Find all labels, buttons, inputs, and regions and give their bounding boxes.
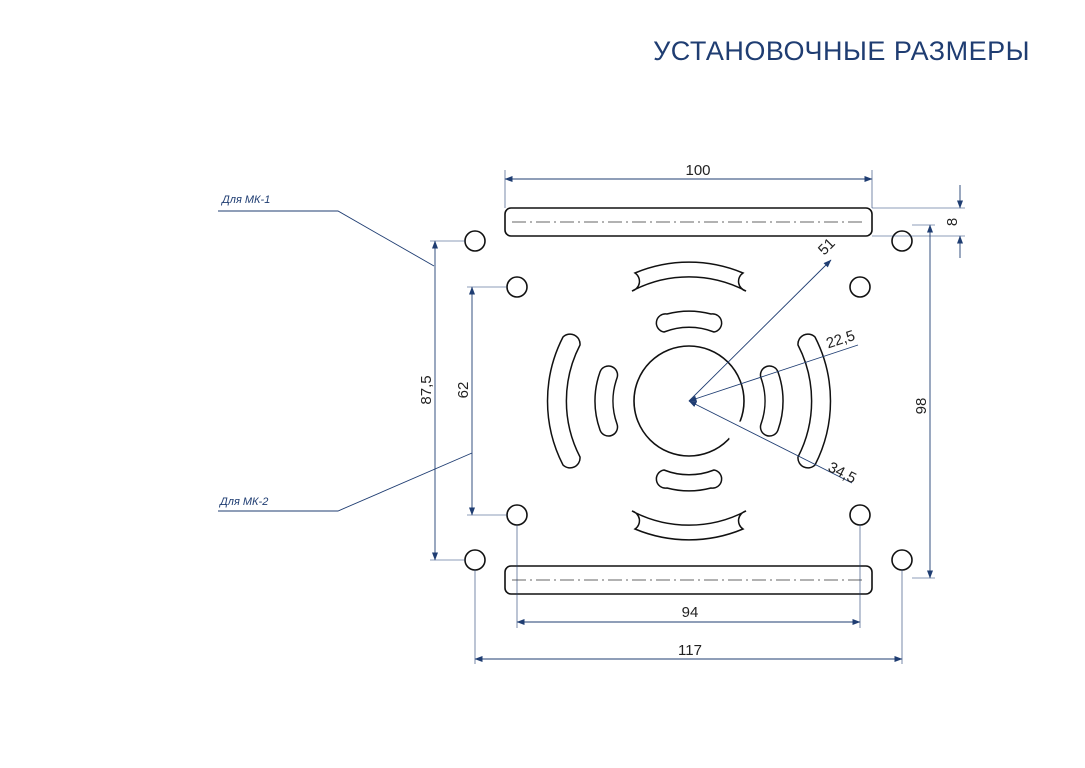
dim-label-height-inner: 62: [455, 382, 472, 399]
arc-slot-left-inner: [594, 365, 619, 437]
diagonal-slots: [543, 255, 834, 547]
dim-label-height-right: 98: [913, 398, 930, 415]
arc-slot-bottom-outer: [631, 510, 747, 541]
center-hole: [633, 345, 745, 457]
mount-hole-mk2-top-left: [506, 276, 528, 298]
dim-label-overall-width: 117: [678, 642, 702, 659]
mount-hole-mk2-bottom-right: [849, 504, 871, 526]
mount-hole-mk1-bottom-right: [891, 549, 913, 571]
dim-label-height-outer: 87,5: [418, 375, 435, 404]
dim-label-radius-slot: 34,5: [825, 459, 859, 487]
arc-slot-right-outer: [797, 333, 832, 469]
mount-hole-mk2-bottom-left: [506, 504, 528, 526]
arc-slot-top-outer: [631, 261, 747, 292]
dim-label-top-width: 100: [685, 162, 710, 179]
dim-label-bottom-inner-width: 94: [682, 604, 699, 621]
page-title: УСТАНОВОЧНЫЕ РАЗМЕРЫ: [653, 36, 1030, 66]
mount-hole-mk1-top-right: [891, 230, 913, 252]
arc-slot-bottom-inner: [655, 469, 723, 492]
dim-label-radius-outer: 51: [815, 235, 839, 259]
callout-mk1: Для МК-1: [220, 194, 270, 206]
arc-slot-top-inner: [655, 310, 723, 333]
arc-slot-right-inner: [759, 365, 784, 437]
dim-label-radius-middle: 22,5: [824, 327, 857, 352]
mount-hole-mk1-top-left: [464, 230, 486, 252]
dim-label-rail-height: 8: [944, 218, 961, 226]
top-rail: [504, 207, 873, 237]
arc-slots: [546, 261, 832, 541]
dimension-lines: [218, 170, 965, 664]
mount-hole-mk1-bottom-left: [464, 549, 486, 571]
part-outline: [464, 207, 913, 595]
arc-slot-left-outer: [546, 333, 581, 469]
callout-mk2: Для МК-2: [218, 496, 268, 508]
bottom-rail: [504, 565, 873, 595]
mount-hole-mk2-top-right: [849, 276, 871, 298]
